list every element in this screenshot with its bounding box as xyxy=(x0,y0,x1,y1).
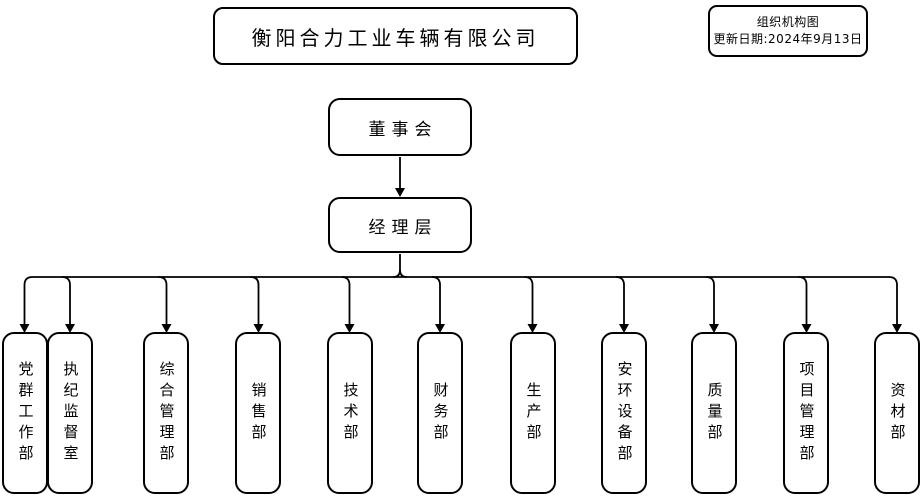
org-node-dept-party-mass-work: 党群工作部 xyxy=(2,332,48,494)
connector-branch xyxy=(250,276,260,324)
dept-label: 质量部 xyxy=(705,381,724,445)
dept-label: 财务部 xyxy=(431,381,450,445)
org-node-dept-production: 生产部 xyxy=(510,332,556,494)
connector-branch xyxy=(524,276,534,324)
legend-title: 组织机构图 xyxy=(756,14,820,29)
connector-management-stem-fillet xyxy=(399,269,408,278)
org-node-dept-safety-equipment: 安环设备部 xyxy=(601,332,647,494)
dept-label: 安环设备部 xyxy=(615,360,634,466)
dept-label: 技术部 xyxy=(341,381,360,445)
org-node-dept-project-management: 项目管理部 xyxy=(783,332,829,494)
dept-label: 项目管理部 xyxy=(797,360,816,466)
dept-label: 生产部 xyxy=(524,381,543,445)
org-node-dept-general-management: 综合管理部 xyxy=(143,332,189,494)
dept-label: 资材部 xyxy=(888,381,907,445)
legend-box: 组织机构图 更新日期:2024年9月13日 xyxy=(708,5,868,57)
org-node-dept-quality: 质量部 xyxy=(691,332,737,494)
org-node-dept-sales: 销售部 xyxy=(235,332,281,494)
connector-branch xyxy=(615,276,625,324)
company-title-box: 衡阳合力工业车辆有限公司 xyxy=(213,7,578,65)
connector-branch xyxy=(431,276,441,324)
org-node-board: 董事会 xyxy=(328,98,472,156)
connector-branch xyxy=(158,276,168,324)
connector-management-stem xyxy=(392,254,401,278)
legend-update-date: 更新日期:2024年9月13日 xyxy=(713,32,863,46)
dept-label: 党群工作部 xyxy=(16,360,35,466)
connector-rail xyxy=(23,276,898,324)
org-node-dept-materials: 资材部 xyxy=(874,332,920,494)
arrowhead-management xyxy=(395,188,405,197)
connector-branch xyxy=(705,276,715,324)
org-node-dept-technology: 技术部 xyxy=(327,332,373,494)
dept-label: 执纪监督室 xyxy=(61,360,80,466)
dept-label: 销售部 xyxy=(249,381,268,445)
connector-branch xyxy=(341,276,351,324)
company-title: 衡阳合力工业车辆有限公司 xyxy=(251,25,540,50)
org-node-dept-discipline-supervision: 执纪监督室 xyxy=(47,332,93,494)
connector-branch xyxy=(798,276,808,324)
org-node-dept-finance: 财务部 xyxy=(417,332,463,494)
dept-label: 综合管理部 xyxy=(157,360,176,466)
connector-branch xyxy=(61,276,71,324)
org-node-board-label: 董事会 xyxy=(368,119,438,140)
org-node-management-label: 经理层 xyxy=(368,217,438,238)
org-node-management: 经理层 xyxy=(328,197,472,253)
